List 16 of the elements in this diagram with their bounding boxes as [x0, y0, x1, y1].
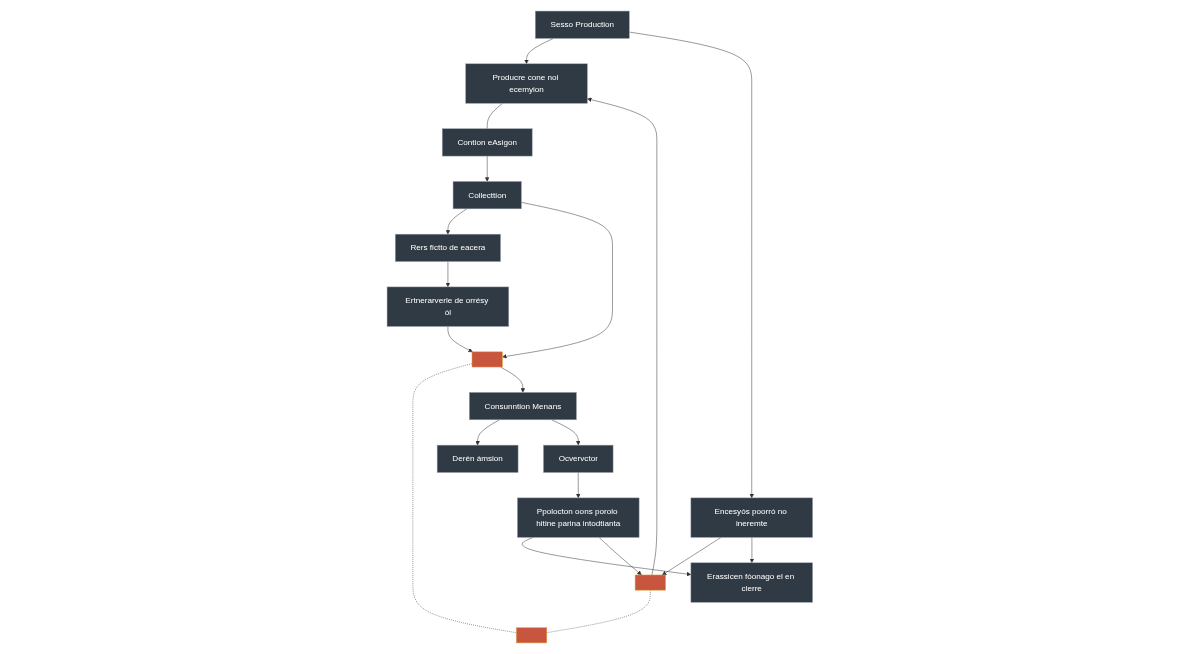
node-box: Producre cone nol ecemyion: [465, 63, 588, 104]
node-box: Ertnerarverle de orrésy ól: [386, 286, 510, 327]
node-box: Collecttion: [452, 181, 522, 210]
node-box: [516, 627, 548, 644]
node-box: Encesyós poorró no ineremte: [690, 497, 814, 538]
node-box: [471, 351, 503, 368]
node-box: Rers fictto de eacera: [395, 233, 501, 262]
node-box: Sesso Production: [535, 10, 630, 39]
connector: [487, 103, 503, 129]
node-box: Ppolocton oons porolo hitine parina intodtianta: [517, 497, 640, 538]
node-box: Erassicen fóonago el en clerre: [690, 562, 814, 603]
node-box: Ocvervctor: [543, 444, 614, 473]
node-box: [635, 574, 666, 591]
node-box: Derén ámsion: [437, 444, 519, 473]
node-box: Contion eAsigon: [442, 128, 533, 157]
node-box: Consunntion Menans: [469, 392, 577, 421]
